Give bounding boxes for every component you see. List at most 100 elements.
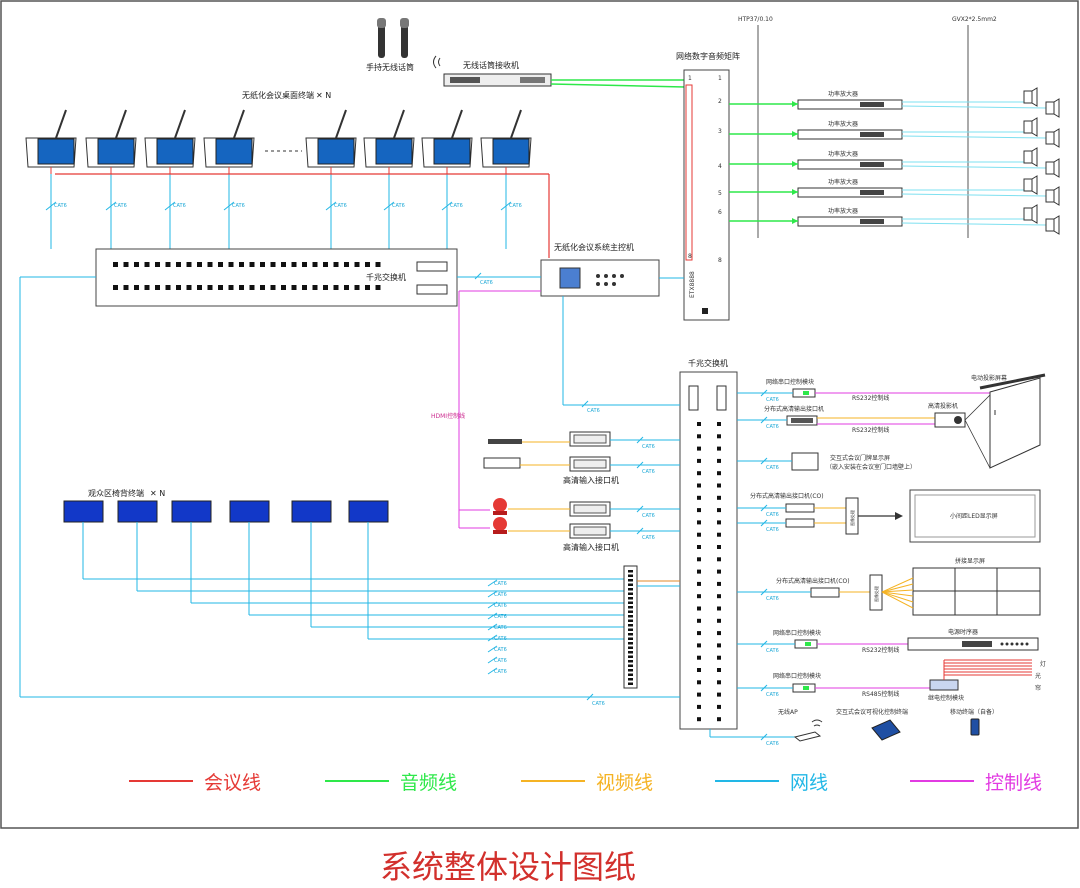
cat6-tag: CAT6: [642, 469, 655, 475]
amplifier-icon: [797, 216, 903, 227]
cat6-tag: CAT6: [592, 701, 605, 707]
wireless-ap-label: 无线AP: [778, 708, 798, 716]
amplifier-icon: [797, 99, 903, 110]
hd-output-co-1a: [785, 503, 815, 513]
cat6-tag: CAT6: [766, 648, 779, 654]
cat6-tag: CAT6: [232, 203, 245, 209]
image-processor-2-label: 图像处理: [873, 586, 879, 602]
mobile-terminal-label: 移动终端（自备）: [950, 708, 998, 716]
legend-label: 会议线: [204, 772, 261, 794]
projector-screen-icon: [979, 373, 1046, 469]
cat6-tag: CAT6: [494, 658, 507, 664]
serial-module-2-label: 网络串口控制模块: [773, 629, 821, 637]
cat6-tag: CAT6: [494, 592, 507, 598]
legend-item: 控制线: [910, 772, 1042, 794]
cat6-tag: CAT6: [450, 203, 463, 209]
matrix-out-3: 3: [718, 128, 722, 135]
cat6-tag: CAT6: [642, 535, 655, 541]
cat6-tag: CAT6: [114, 203, 127, 209]
matrix-in-1: 1: [688, 75, 692, 82]
cat6-tag: CAT6: [642, 513, 655, 519]
audience-terminal-label: 观众区椅背终端: [88, 488, 144, 498]
handheld-mic-icon: [377, 18, 409, 58]
paperless-terminal-icon: [144, 109, 196, 168]
amplifier-label: 功率放大器: [828, 207, 858, 215]
diagram-frame: [0, 0, 1079, 829]
led-screen-icon: [909, 489, 1041, 543]
speaker-icon: [1045, 215, 1060, 235]
patch-panel: [623, 565, 638, 689]
image-processor-1-label: 图像处理: [849, 510, 855, 526]
matrix-out-1: 1: [718, 75, 722, 82]
legend: 会议线音频线视频线网线控制线CAT6CAT6CAT6CAT6CAT6CAT6CA…: [129, 272, 1042, 794]
mic-receiver-label: 无线话筒接收机: [463, 60, 519, 70]
cat6-tag: CAT6: [766, 692, 779, 698]
hd-output-co-1-label: 分布式高清输出接口机(CO): [750, 492, 824, 500]
paperless-terminal-icon: [203, 109, 255, 168]
matrix-out-6: 6: [718, 209, 722, 216]
audience-terminal-icon: [171, 500, 212, 523]
gigabit-switch-2-label: 千兆交换机: [688, 358, 728, 368]
paperless-terminal-icon: [25, 109, 77, 168]
amplifier-label: 功率放大器: [828, 120, 858, 128]
serial-module-1-label: 网络串口控制模块: [766, 378, 814, 386]
legend-label: 视频线: [596, 772, 653, 794]
legend-item: 会议线: [129, 772, 261, 794]
cat6-tag: CAT6: [494, 614, 507, 620]
cable-htp-label: HTP37/0.10: [738, 16, 773, 23]
rs232-label-1: RS232控制线: [852, 394, 889, 402]
audio-matrix: [683, 69, 730, 321]
cat6-tag: CAT6: [392, 203, 405, 209]
mic-receiver-icon: [433, 55, 552, 87]
cat6-tag: CAT6: [480, 280, 493, 286]
rs232-label-2: RS232控制线: [852, 426, 889, 434]
legend-item: 音频线: [325, 772, 457, 794]
hdmi-control-note: HDMI控制线: [431, 412, 465, 420]
cat6-tag: CAT6: [494, 669, 507, 675]
matrix-in-8: 8: [688, 253, 692, 260]
power-sequencer-label: 电源时序器: [948, 628, 978, 636]
speaker-icon: [1045, 158, 1060, 178]
audience-count: ✕ N: [150, 489, 165, 498]
legend-label: 网线: [790, 772, 828, 794]
cat6-tag: CAT6: [173, 203, 186, 209]
cat6-tag: CAT6: [54, 203, 67, 209]
amplifier-label: 功率放大器: [828, 90, 858, 98]
hd-output-co-1b: [785, 518, 815, 528]
legend-label: 音频线: [400, 772, 457, 794]
gigabit-switch-1: [95, 248, 458, 307]
main-controller: [540, 259, 660, 297]
interactive-control-icon: [871, 719, 901, 741]
splice-wall-label: 拼接显示屏: [955, 557, 985, 565]
speaker-icon: [1023, 87, 1038, 107]
legend-item: 视频线: [521, 772, 653, 794]
cat6-tag: CAT6: [766, 424, 779, 430]
audience-terminal-icon: [348, 500, 389, 523]
speaker-icon: [1023, 175, 1038, 195]
wireless-ap-icon: [793, 719, 823, 742]
amplifier-label: 功率放大器: [828, 178, 858, 186]
mobile-terminal-icon: [970, 718, 980, 736]
door-display-note: （嵌入安装在会议室门口墙壁上）: [826, 463, 916, 471]
legend-item: 网线: [715, 772, 828, 794]
serial-module-3-label: 网络串口控制模块: [773, 672, 821, 680]
audience-terminal-icon: [229, 500, 270, 523]
relay-module-icon: [929, 679, 959, 691]
cat6-tag: CAT6: [642, 444, 655, 450]
cat6-tag: CAT6: [766, 741, 779, 747]
audience-terminal-icon: [63, 500, 104, 523]
door-display-icon: [791, 452, 819, 471]
hd-input-1-label: 高清输入接口机: [563, 475, 619, 485]
gigabit-switch-2: [679, 371, 738, 730]
paperless-terminal-icon: [363, 109, 415, 168]
main-controller-label: 无纸化会议系统主控机: [554, 242, 634, 252]
cat6-tag: CAT6: [494, 625, 507, 631]
light-label: 灯: [1040, 660, 1046, 668]
led-screen-label: 小间距LED显示屏: [950, 512, 998, 520]
audience-terminal-icon: [291, 500, 332, 523]
amplifier-icon: [797, 159, 903, 170]
rs485-label: RS485控制线: [862, 690, 899, 698]
splice-wall-icon: [912, 567, 1041, 616]
